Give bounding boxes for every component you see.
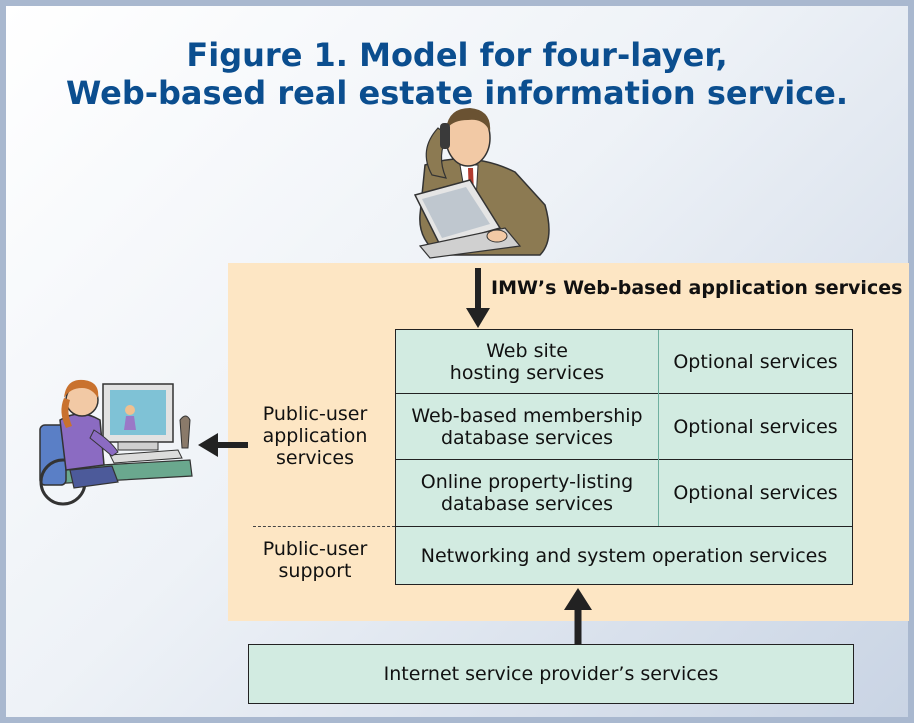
public-user-app-line-2: application	[262, 425, 368, 447]
optional-services-cell-1: Optional services	[659, 330, 852, 393]
property-listing-line-2: database services	[440, 493, 614, 515]
title-line-2: Web-based real estate information servic…	[65, 74, 849, 112]
imw-services-label: IMW’s Web-based application services	[491, 277, 903, 299]
public-user-application-label: Public-user application services	[255, 403, 375, 469]
networking-cell: Networking and system operation services	[396, 527, 852, 584]
membership-line-1: Web-based membership	[411, 404, 643, 427]
dashed-separator	[253, 526, 395, 527]
web-hosting-line-2: hosting services	[449, 361, 605, 384]
figure-title: Figure 1. Model for four-layer, Web-base…	[6, 36, 908, 112]
optional-column-divider	[658, 330, 659, 526]
title-line-1: Figure 1. Model for four-layer,	[186, 36, 728, 74]
isp-services-label: Internet service provider’s services	[383, 663, 719, 685]
optional-services-cell-2: Optional services	[659, 394, 852, 459]
isp-services-cell: Internet service provider’s services	[249, 645, 853, 703]
optional-services-label-3: Optional services	[673, 482, 838, 504]
optional-services-label-2: Optional services	[673, 415, 838, 438]
public-user-support-line-1: Public-user	[262, 538, 368, 560]
optional-services-cell-3: Optional services	[659, 460, 852, 526]
public-user-app-line-1: Public-user	[262, 403, 368, 425]
membership-line-2: database services	[440, 426, 614, 449]
web-hosting-line-1: Web site	[486, 339, 568, 362]
networking-label: Networking and system operation services	[420, 544, 828, 567]
property-listing-line-1: Online property-listing	[420, 471, 634, 493]
public-user-support-line-2: support	[278, 560, 352, 582]
grid-divider-2	[395, 459, 853, 460]
service-layer-grid	[395, 329, 853, 585]
isp-services-box	[248, 644, 854, 704]
grid-divider-3	[395, 526, 853, 527]
public-user-support-label: Public-user support	[255, 538, 375, 582]
grid-divider-1	[395, 393, 853, 394]
optional-services-label-1: Optional services	[673, 350, 838, 373]
public-user-app-line-3: services	[276, 447, 354, 469]
